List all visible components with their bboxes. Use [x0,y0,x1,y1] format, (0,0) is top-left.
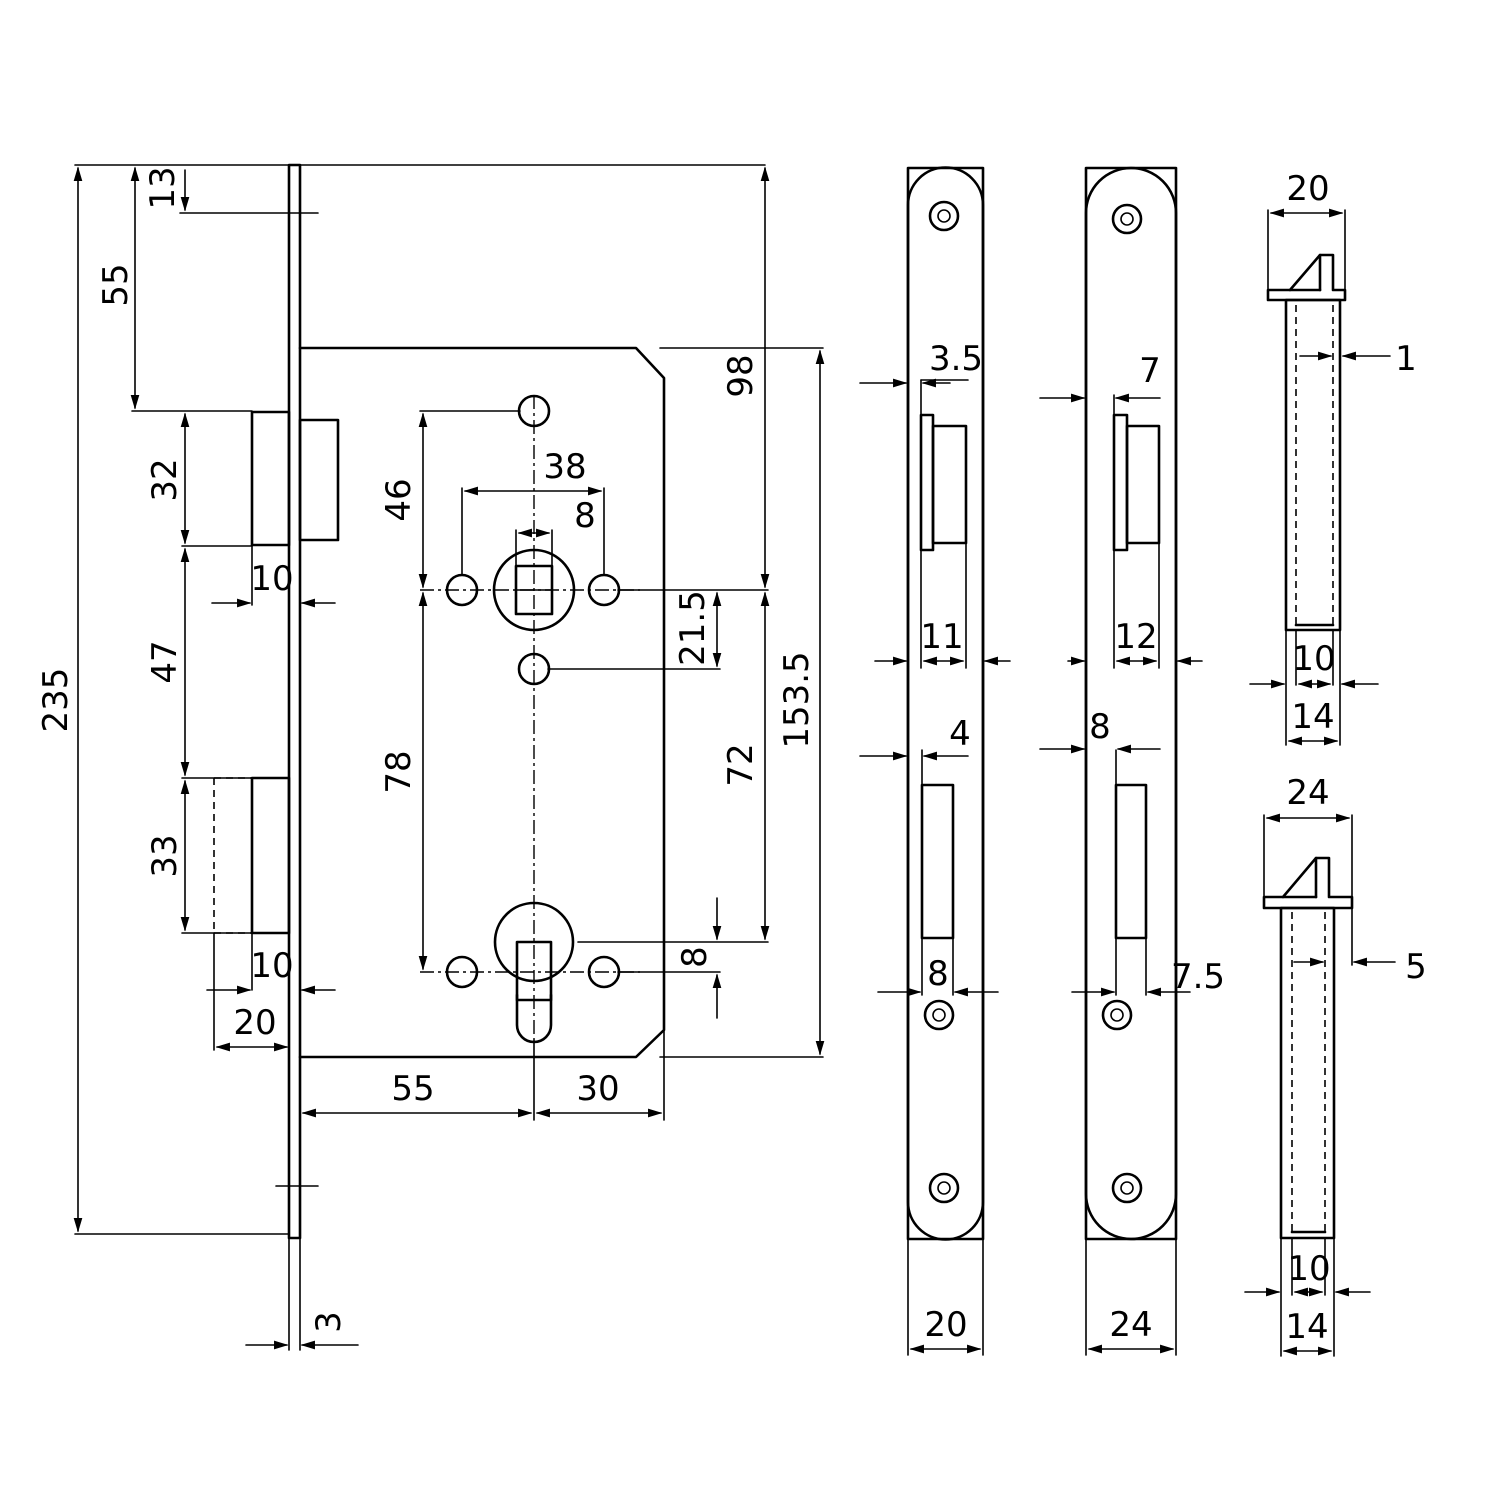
dim-latch-to-bolt: 47 [145,640,185,683]
pv1-base: 14 [1291,697,1334,737]
faceplate-rounded-outline [906,166,985,1241]
faceplate-top-screw [1111,203,1143,235]
pv1-lip: 1 [1395,339,1417,379]
fp1-bolt-width: 8 [927,954,949,994]
dim-cylinder-to-edge: 30 [576,1069,619,1109]
profile-lip [1266,253,1347,302]
dim-case-upper: 98 [721,354,761,397]
fp2-width: 24 [1109,1305,1152,1345]
dead-bolt [250,776,291,935]
dim-spindle-square: 8 [574,496,596,536]
profile-lip [1262,856,1354,910]
fp2-latch-offset: 7 [1139,351,1161,391]
dim-spindle-holes-width: 38 [543,447,586,487]
dim-bolt-throw: 20 [233,1003,276,1043]
dim-case-height: 153.5 [777,651,817,748]
faceplate-top-screw [928,200,960,232]
fp2-bolt-width: 7.5 [1171,957,1225,997]
fp1-width: 20 [924,1305,967,1345]
bolt-opening [920,783,955,940]
dim-bolt-height: 33 [145,834,185,877]
pv2-inner: 10 [1287,1249,1330,1289]
profile-view-24: 24 5 10 14 [1244,773,1427,1357]
dim-spindle-to-cylinder: 72 [721,743,761,786]
faceplate-bottom-screw [928,1172,960,1204]
latch-bolt [250,410,291,547]
dim-latch-height: 32 [145,458,185,501]
faceplate-bottom-screw [1111,1172,1143,1204]
fp2-bolt-offset: 8 [1089,707,1111,747]
faceplate-lower-screw [1101,999,1133,1031]
dim-latch-depth: 10 [250,559,293,599]
pv2-width: 24 [1286,773,1329,813]
latch-opening [919,413,935,552]
fp1-bolt-offset: 4 [949,714,971,754]
dim-backset: 55 [391,1069,434,1109]
pv2-base: 14 [1285,1307,1328,1347]
latch-bolt-tail [298,418,340,542]
profile-body [1284,298,1342,632]
faceplate-view-20: 3.5 11 4 8 20 [859,166,1011,1356]
dim-faceplate-thickness: 3 [309,1311,349,1333]
lock-case-body [298,346,666,1059]
faceplate-strip [287,163,302,1240]
dim-spindle-offset: 21.5 [673,590,713,666]
latch-opening [1112,413,1129,552]
dim-top-offset: 13 [143,166,183,209]
faceplate-view-24: 7 12 8 7.5 24 [1039,166,1225,1356]
dim-cylinder-offset: 8 [675,946,715,968]
dim-lower-hole-spacing: 78 [379,750,419,793]
fp2-latch-width: 12 [1114,617,1157,657]
pv1-width: 20 [1286,169,1329,209]
dim-hole-spacing: 46 [379,478,419,521]
faceplate-lower-screw [923,999,955,1031]
fp1-latch-width: 11 [920,617,963,657]
profile-body [1279,906,1336,1240]
bolt-opening [1114,783,1148,940]
faceplate-rounded-outline [1084,166,1178,1241]
profile-view-20: 20 1 10 14 [1249,169,1417,746]
pv1-inner: 10 [1292,639,1335,679]
pv2-lip: 5 [1405,947,1427,987]
dim-top-to-latch: 55 [96,263,136,306]
dim-bolt-depth: 10 [250,946,293,986]
main-front-view: 235 13 55 32 10 47 33 10 20 3 46 38 8 21… [36,163,825,1351]
fp1-latch-offset: 3.5 [929,339,983,379]
dim-total-height: 235 [36,668,76,733]
